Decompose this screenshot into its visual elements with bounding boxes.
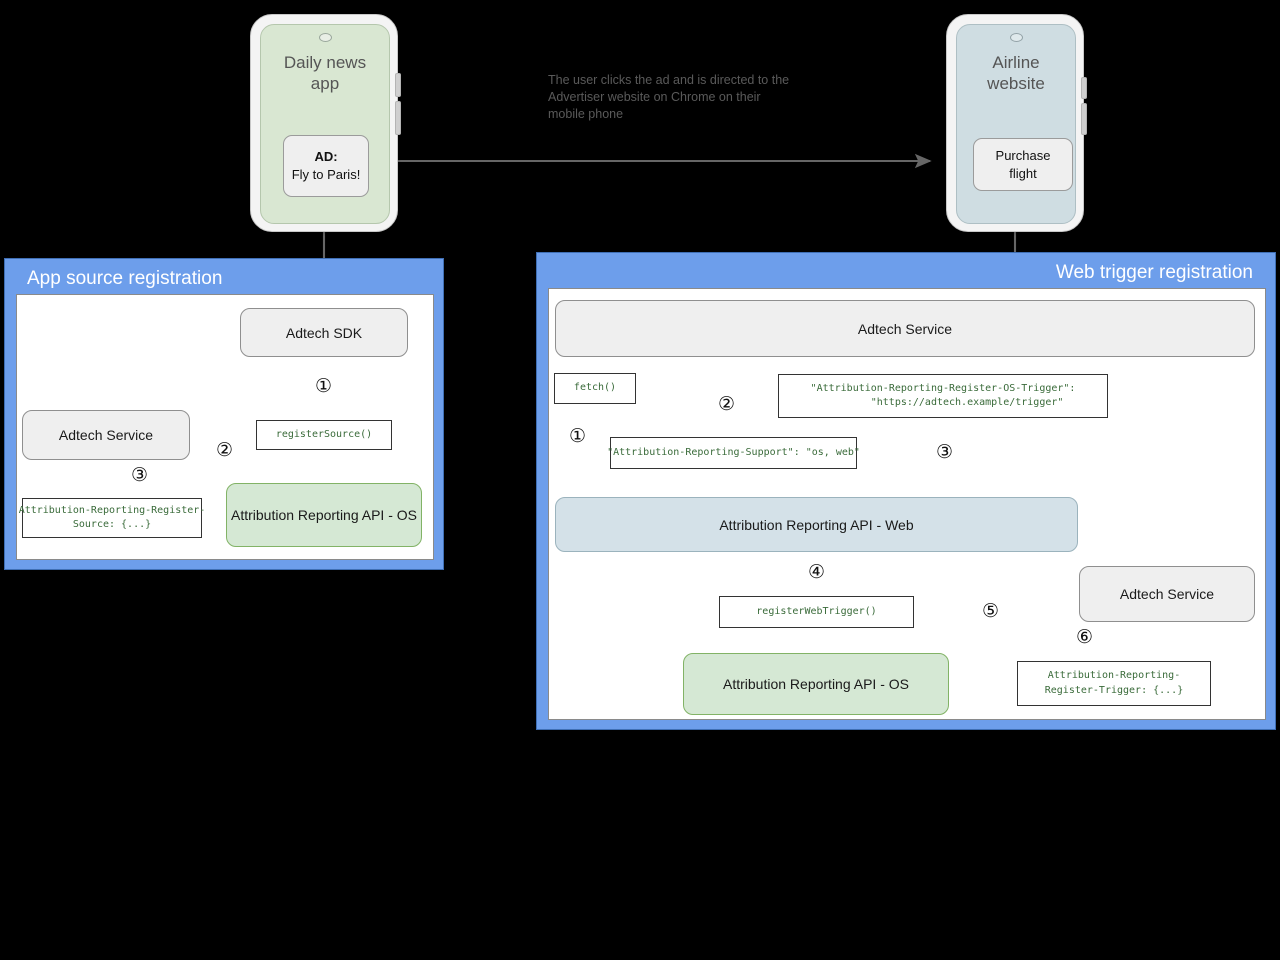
node-attribution-api-os-web[interactable]: Attribution Reporting API - OS	[683, 653, 949, 715]
phone-side-button-upper	[395, 73, 401, 97]
panel-app-source-title: App source registration	[27, 268, 223, 289]
step-number-3-app: ③	[131, 464, 149, 486]
step-number-6-web: ⑥	[1076, 626, 1094, 648]
camera-notch-icon	[1009, 33, 1023, 42]
phone-screen-right: Airline website Purchase flight	[956, 24, 1076, 224]
codebox-attribution-reporting-support: "Attribution-Reporting-Support": "os, we…	[607, 437, 860, 469]
ad-card-title: AD:	[314, 149, 338, 165]
daily-news-app-title: Daily news app	[283, 53, 367, 94]
phone-airline-website: Airline website Purchase flight	[946, 14, 1087, 232]
flow-annotation-text: The user clicks the ad and is directed t…	[548, 73, 790, 121]
step-number-5-web: ⑤	[982, 600, 1000, 622]
codebox-register-web-trigger: registerWebTrigger()	[719, 596, 914, 628]
phone-daily-news: Daily news app AD: Fly to Paris!	[250, 14, 401, 232]
camera-notch-icon	[318, 33, 332, 42]
airline-website-title: Airline website	[987, 53, 1045, 94]
purchase-flight-button[interactable]: Purchase flight	[973, 138, 1073, 191]
step-number-4-web: ④	[808, 561, 826, 583]
codebox-register-source: registerSource()	[256, 420, 392, 450]
step-number-2-app: ②	[216, 439, 234, 461]
node-attribution-api-web[interactable]: Attribution Reporting API - Web	[555, 497, 1078, 552]
ad-card-text: Fly to Paris!	[291, 167, 361, 182]
panel-web-trigger-title: Web trigger registration	[1055, 262, 1253, 283]
codebox-fetch: fetch()	[554, 373, 636, 404]
step-number-3-web: ③	[936, 441, 954, 463]
node-adtech-service-web-top[interactable]: Adtech Service	[555, 300, 1255, 357]
step-number-1-web: ①	[569, 425, 587, 447]
phone-screen-left: Daily news app AD: Fly to Paris!	[260, 24, 390, 224]
ad-card[interactable]: AD: Fly to Paris!	[283, 135, 369, 197]
codebox-register-os-trigger-header: "Attribution-Reporting-Register-OS-Trigg…	[778, 374, 1108, 418]
node-adtech-service-app[interactable]: Adtech Service	[22, 410, 190, 460]
codebox-register-trigger-header: Attribution-Reporting- Register-Trigger:…	[1017, 661, 1211, 706]
node-adtech-sdk[interactable]: Adtech SDK	[240, 308, 408, 357]
step-number-2-web: ②	[718, 393, 736, 415]
step-number-1-app: ①	[315, 375, 333, 397]
codebox-register-source-header: Attribution-Reporting-Register- Source: …	[19, 498, 205, 538]
node-attribution-api-os-app[interactable]: Attribution Reporting API - OS	[226, 483, 422, 547]
phone-side-button-upper	[1081, 77, 1087, 99]
phone-side-button-lower	[395, 101, 401, 135]
node-adtech-service-web-bottom[interactable]: Adtech Service	[1079, 566, 1255, 622]
phone-side-button-lower	[1081, 103, 1087, 135]
